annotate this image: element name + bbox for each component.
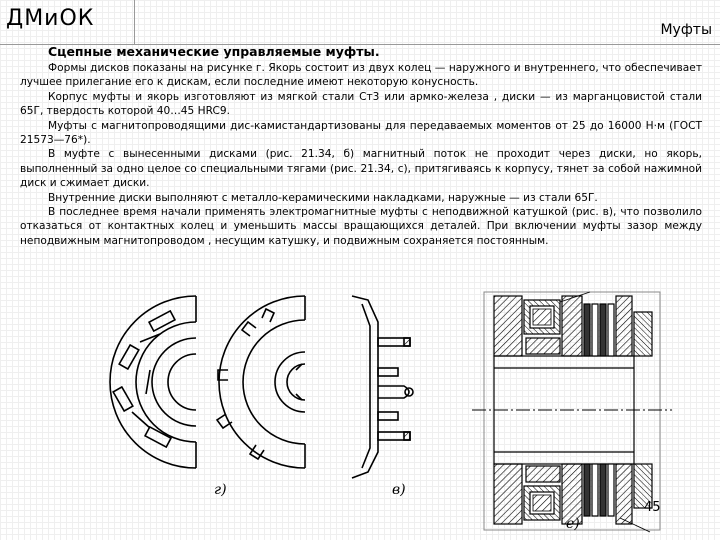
topic-title: Муфты (660, 22, 712, 38)
figure-label-v: в) (392, 482, 406, 498)
paragraph: Внутренние диски выполняют с металло-кер… (48, 191, 598, 204)
clutch-cross-section-drawing (472, 291, 672, 533)
header-divider-horizontal (0, 44, 720, 45)
paragraph: В последнее время начали применять элект… (20, 206, 702, 247)
disc-drawing-inner (215, 295, 306, 469)
figures-area: г) (0, 282, 720, 540)
header-divider-vertical (134, 0, 135, 44)
engineering-drawings: г) (109, 291, 672, 533)
slide-header: ДМиОК Муфты (0, 0, 720, 44)
brand-title: ДМиОК (6, 6, 95, 31)
figure-label-e: е) (566, 516, 580, 532)
disc-drawing-outer (109, 295, 197, 469)
armature-profile-drawing (351, 295, 414, 479)
paragraph: В муфте с вынесенными дисками (рис. 21.3… (20, 148, 702, 190)
page-number: 45 (644, 500, 661, 515)
paragraph: Формы дисков показаны на рисунке г. Якор… (20, 62, 702, 89)
paragraph: Корпус муфты и якорь изготовляют из мягк… (20, 90, 702, 118)
paragraph: Муфты с магнитопроводящими дис-камистанд… (20, 119, 702, 147)
section-heading: Сцепные механические управляемые муфты. (48, 44, 380, 59)
slide-content: Сцепные механические управляемые муфты. … (20, 44, 702, 248)
figure-label-g: г) (214, 482, 227, 498)
